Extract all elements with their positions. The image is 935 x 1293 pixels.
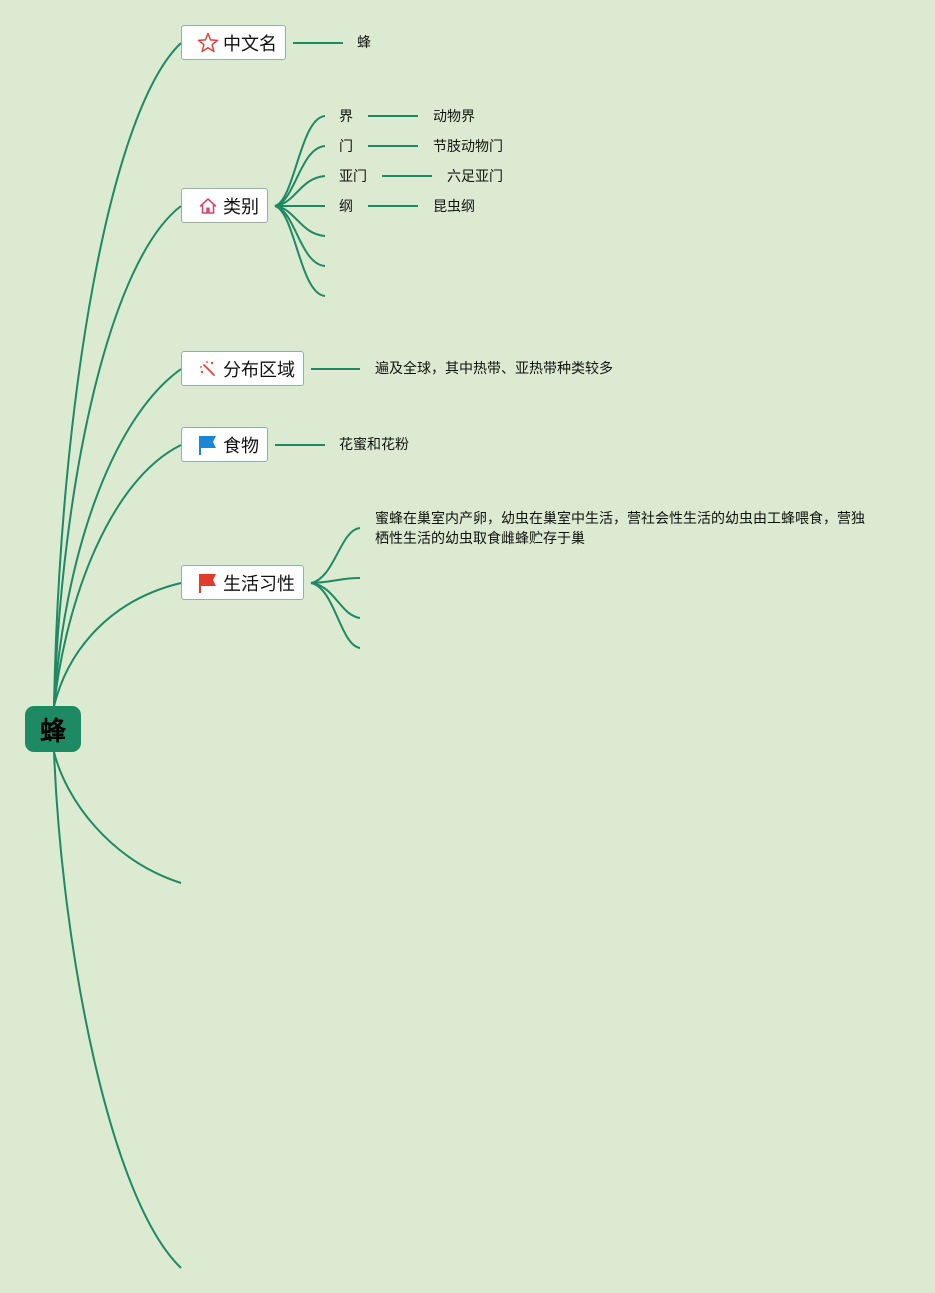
category-key: 门 <box>339 139 353 155</box>
topic-label: 食物 <box>223 435 259 457</box>
blue-flag-icon <box>197 434 219 456</box>
category-key: 界 <box>339 109 353 125</box>
red-flag-icon <box>197 572 219 594</box>
link-root-category <box>53 205 182 707</box>
category-value: 六足亚门 <box>447 169 503 185</box>
food-value: 花蜜和花粉 <box>339 437 409 453</box>
link-habits-4 <box>310 582 361 649</box>
link-root-food <box>53 444 182 707</box>
link-root-name <box>53 42 182 707</box>
topic-label: 类别 <box>223 196 259 218</box>
link-habits-2 <box>310 577 361 584</box>
link-habits-1 <box>310 527 361 584</box>
chinese-name-value: 蜂 <box>357 35 371 51</box>
root-node[interactable]: 蜂 <box>25 706 81 752</box>
topic-label: 生活习性 <box>223 573 295 595</box>
region-value: 遍及全球，其中热带、亚热带种类较多 <box>375 361 613 377</box>
topic-category[interactable]: 类别 <box>181 188 268 223</box>
link-root-region <box>53 368 182 707</box>
category-key: 亚门 <box>339 169 367 185</box>
magic-wand-icon <box>197 358 219 380</box>
home-icon <box>197 195 219 217</box>
link-root-empty-2 <box>53 751 182 1269</box>
root-label: 蜂 <box>39 716 66 747</box>
link-root-empty-1 <box>53 751 182 884</box>
category-key: 纲 <box>339 199 353 215</box>
topic-label: 中文名 <box>223 33 277 55</box>
habits-value: 蜜蜂在巢室内产卵，幼虫在巢室中生活，营社会性生活的幼虫由工蜂喂食，营独栖性生活的… <box>375 511 865 547</box>
link-root-habits <box>53 582 182 707</box>
topic-habits[interactable]: 生活习性 <box>181 565 304 600</box>
star-icon <box>197 32 219 54</box>
link-category-1 <box>274 115 326 207</box>
topic-label: 分布区域 <box>223 359 295 381</box>
link-category-3 <box>274 175 326 207</box>
category-value: 节肢动物门 <box>433 139 503 155</box>
topic-chinese-name[interactable]: 中文名 <box>181 25 286 60</box>
topic-food[interactable]: 食物 <box>181 427 268 462</box>
category-value: 动物界 <box>433 109 475 125</box>
category-value: 昆虫纲 <box>433 199 475 215</box>
link-category-2 <box>274 145 326 207</box>
topic-region[interactable]: 分布区域 <box>181 351 304 386</box>
link-category-7 <box>274 205 326 297</box>
